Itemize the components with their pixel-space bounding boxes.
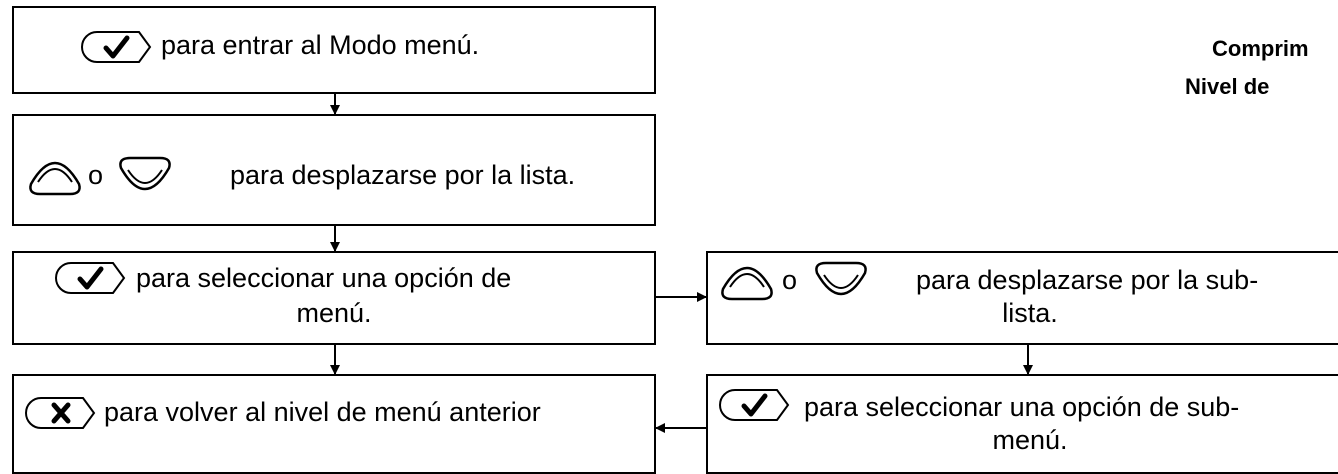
- scroll-sublist-box: o para desplazarse por la sub- lista.: [706, 251, 1338, 345]
- back-level-text: para volver al nivel de menú anterior: [104, 397, 541, 427]
- select-suboption-line-2: menú.: [992, 425, 1068, 455]
- select-suboption-line-1: para seleccionar una opción de sub-: [804, 392, 1240, 422]
- down-button-icon: [119, 156, 171, 190]
- scroll-list-box: o para desplazarse por la lista.: [12, 114, 656, 226]
- select-option-line-2: menú.: [296, 298, 372, 328]
- scroll-sublist-line-2: lista.: [1002, 298, 1058, 328]
- scroll-sublist-or: o: [782, 265, 798, 295]
- header-line-1: Comprim: [1212, 36, 1309, 61]
- scroll-list-text: para desplazarse por la lista.: [230, 160, 576, 190]
- x-button-icon: [25, 397, 96, 429]
- enter-menu-text: para entrar al Modo menú.: [161, 30, 480, 60]
- up-button-icon: [721, 267, 773, 301]
- check-button-icon: [81, 31, 152, 63]
- check-button-icon: [55, 262, 126, 294]
- back-level-box: para volver al nivel de menú anterior: [12, 374, 656, 474]
- enter-menu-box: para entrar al Modo menú.: [12, 6, 656, 94]
- select-option-line-1: para seleccionar una opción de: [136, 263, 512, 293]
- select-suboption-box: para seleccionar una opción de sub- menú…: [706, 374, 1338, 474]
- check-button-icon: [719, 389, 790, 421]
- down-button-icon: [815, 261, 867, 295]
- select-option-box: para seleccionar una opción de menú.: [12, 251, 656, 345]
- header-line-2: Nivel de: [1185, 74, 1270, 99]
- up-button-icon: [29, 162, 81, 196]
- scroll-list-or: o: [88, 160, 104, 190]
- scroll-sublist-line-1: para desplazarse por la sub-: [916, 265, 1259, 295]
